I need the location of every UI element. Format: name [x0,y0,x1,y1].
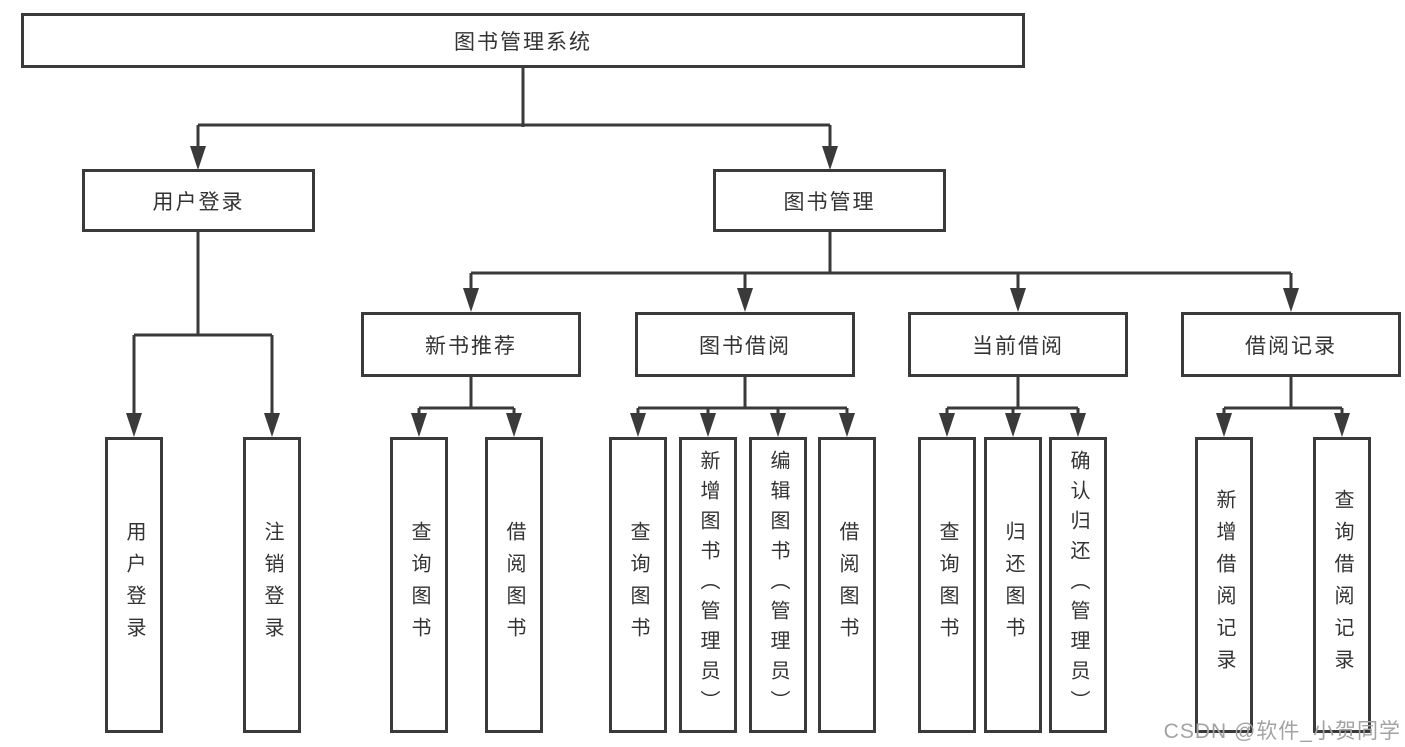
node-leaf-query-borrow-record-label: 查询借阅记录 [1331,489,1353,681]
arrowhead [1216,413,1232,437]
node-leaf-user-login-label: 用户登录 [123,521,145,649]
node-leaf-borrow-book: 借阅图书 [818,437,876,733]
node-leaf-borrow-book-label: 借阅图书 [836,521,858,649]
node-leaf-add-borrow-record-label: 新增借阅记录 [1213,489,1235,681]
arrowhead [190,146,206,170]
node-leaf-query-book-borrow-label: 查询图书 [627,521,649,649]
arrowhead [411,413,427,437]
node-leaf-confirm-return-admin-label: 确认归还（管理员） [1067,450,1089,720]
arrowhead [1070,413,1086,437]
connector-new-book-recommend-children [411,377,522,437]
node-leaf-borrow-book-recommend-label: 借阅图书 [503,521,525,649]
node-leaf-query-book-current-label: 查询图书 [936,521,958,649]
node-leaf-logout: 注销登录 [243,437,301,733]
connector-book-borrow-children [630,377,855,437]
connector-current-borrow-children [939,377,1086,437]
node-leaf-edit-book-admin-label: 编辑图书（管理员） [767,450,789,720]
node-book-borrow: 图书借阅 [635,312,855,377]
arrowhead [1283,288,1299,312]
arrowhead [737,288,753,312]
node-leaf-add-borrow-record: 新增借阅记录 [1195,437,1253,733]
node-leaf-logout-label: 注销登录 [261,521,283,649]
node-new-book-recommend: 新书推荐 [361,312,581,377]
arrowhead [463,288,479,312]
node-current-borrow: 当前借阅 [908,312,1128,377]
connector-borrow-record-children [1216,377,1350,437]
arrowhead [770,413,786,437]
watermark: CSDN @软件_小贺同学 [1163,720,1401,743]
node-leaf-query-book-current: 查询图书 [918,437,976,733]
node-leaf-query-borrow-record: 查询借阅记录 [1313,437,1371,733]
arrowhead [264,413,280,437]
arrowhead [939,413,955,437]
node-leaf-return-book-label: 归还图书 [1002,521,1024,649]
arrowhead [1005,413,1021,437]
node-user-login: 用户登录 [82,169,315,232]
node-leaf-add-book-admin: 新增图书（管理员） [679,437,737,733]
node-leaf-add-book-admin-label: 新增图书（管理员） [697,450,719,720]
arrowhead [126,413,142,437]
connector-book-management-children [463,232,1299,312]
node-leaf-query-book-recommend-label: 查询图书 [408,521,430,649]
arrowhead [839,413,855,437]
arrowhead [700,413,716,437]
arrowhead [1334,413,1350,437]
node-leaf-query-book-borrow: 查询图书 [609,437,667,733]
node-root-label: 图书管理系统 [454,30,592,54]
node-leaf-return-book: 归还图书 [984,437,1042,733]
node-borrow-record-label: 借阅记录 [1245,334,1337,358]
arrowhead [822,146,838,170]
node-leaf-edit-book-admin: 编辑图书（管理员） [749,437,807,733]
connector-root-to-level2 [190,68,838,170]
node-leaf-query-book-recommend: 查询图书 [390,437,448,733]
arrowhead [1010,288,1026,312]
node-leaf-borrow-book-recommend: 借阅图书 [485,437,543,733]
node-current-borrow-label: 当前借阅 [972,334,1064,358]
node-leaf-user-login: 用户登录 [105,437,163,733]
node-user-login-label: 用户登录 [152,190,245,214]
node-book-management-label: 图书管理 [783,190,876,214]
node-leaf-confirm-return-admin: 确认归还（管理员） [1049,437,1107,733]
node-new-book-recommend-label: 新书推荐 [425,334,517,358]
node-root: 图书管理系统 [21,13,1025,68]
arrowhead [506,413,522,437]
node-borrow-record: 借阅记录 [1181,312,1401,377]
arrowhead [630,413,646,437]
connector-user-login-children [126,232,280,437]
node-book-management: 图书管理 [713,169,946,232]
node-book-borrow-label: 图书借阅 [699,334,791,358]
